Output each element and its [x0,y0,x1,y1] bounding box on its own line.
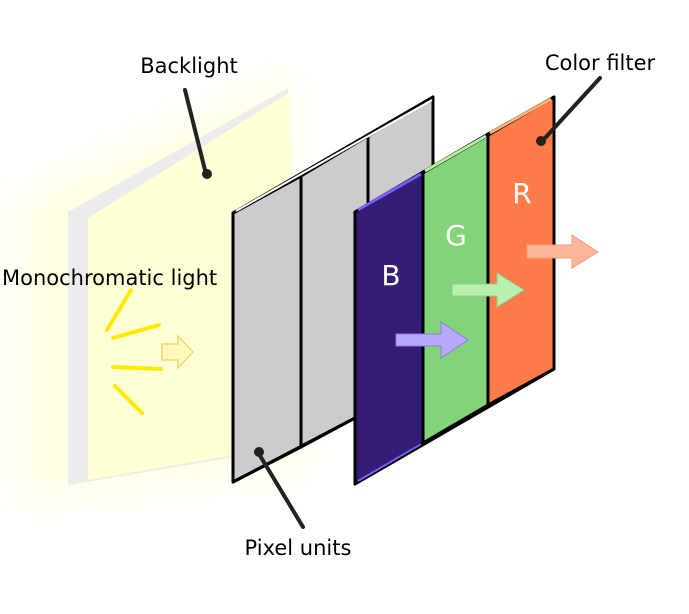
red-filter-edge [489,97,552,135]
backlight-leader [183,88,207,172]
red-light-arrow [526,234,599,269]
light-ray [111,323,161,340]
color-filter-pointer-dot [536,136,546,146]
green-filter-label: G [445,219,467,252]
light-ray [111,365,163,371]
pixel-unit [231,174,303,484]
light-ray [105,288,133,332]
pixel-units-pointer-dot [254,447,264,457]
pixel-units-leader [257,452,305,529]
color-filter-leader [543,76,602,140]
backlight-pointer-dot [202,169,212,179]
blue-filter-label: B [381,259,400,292]
green-light-arrow [451,272,525,308]
light-rays [105,288,163,415]
color-filter-outline [353,95,556,486]
green-filter-edge [424,134,487,173]
color-filter-label: Color filter [545,51,656,75]
monochromatic-light-label: Monochromatic light [2,266,217,290]
pixel-units-highlight [235,99,433,212]
pixel-units-label: Pixel units [245,536,352,560]
blue-filter-bottom-edge [357,443,422,482]
blue-filter-edge [357,172,422,212]
light-ray [113,384,144,415]
leader-lines [183,76,602,529]
blue-light-arrow [395,321,469,359]
monochromatic-light-arrow [161,334,195,370]
blue-filter [353,170,425,486]
backlight-label: Backlight [140,54,238,78]
red-filter-label: R [512,177,531,210]
